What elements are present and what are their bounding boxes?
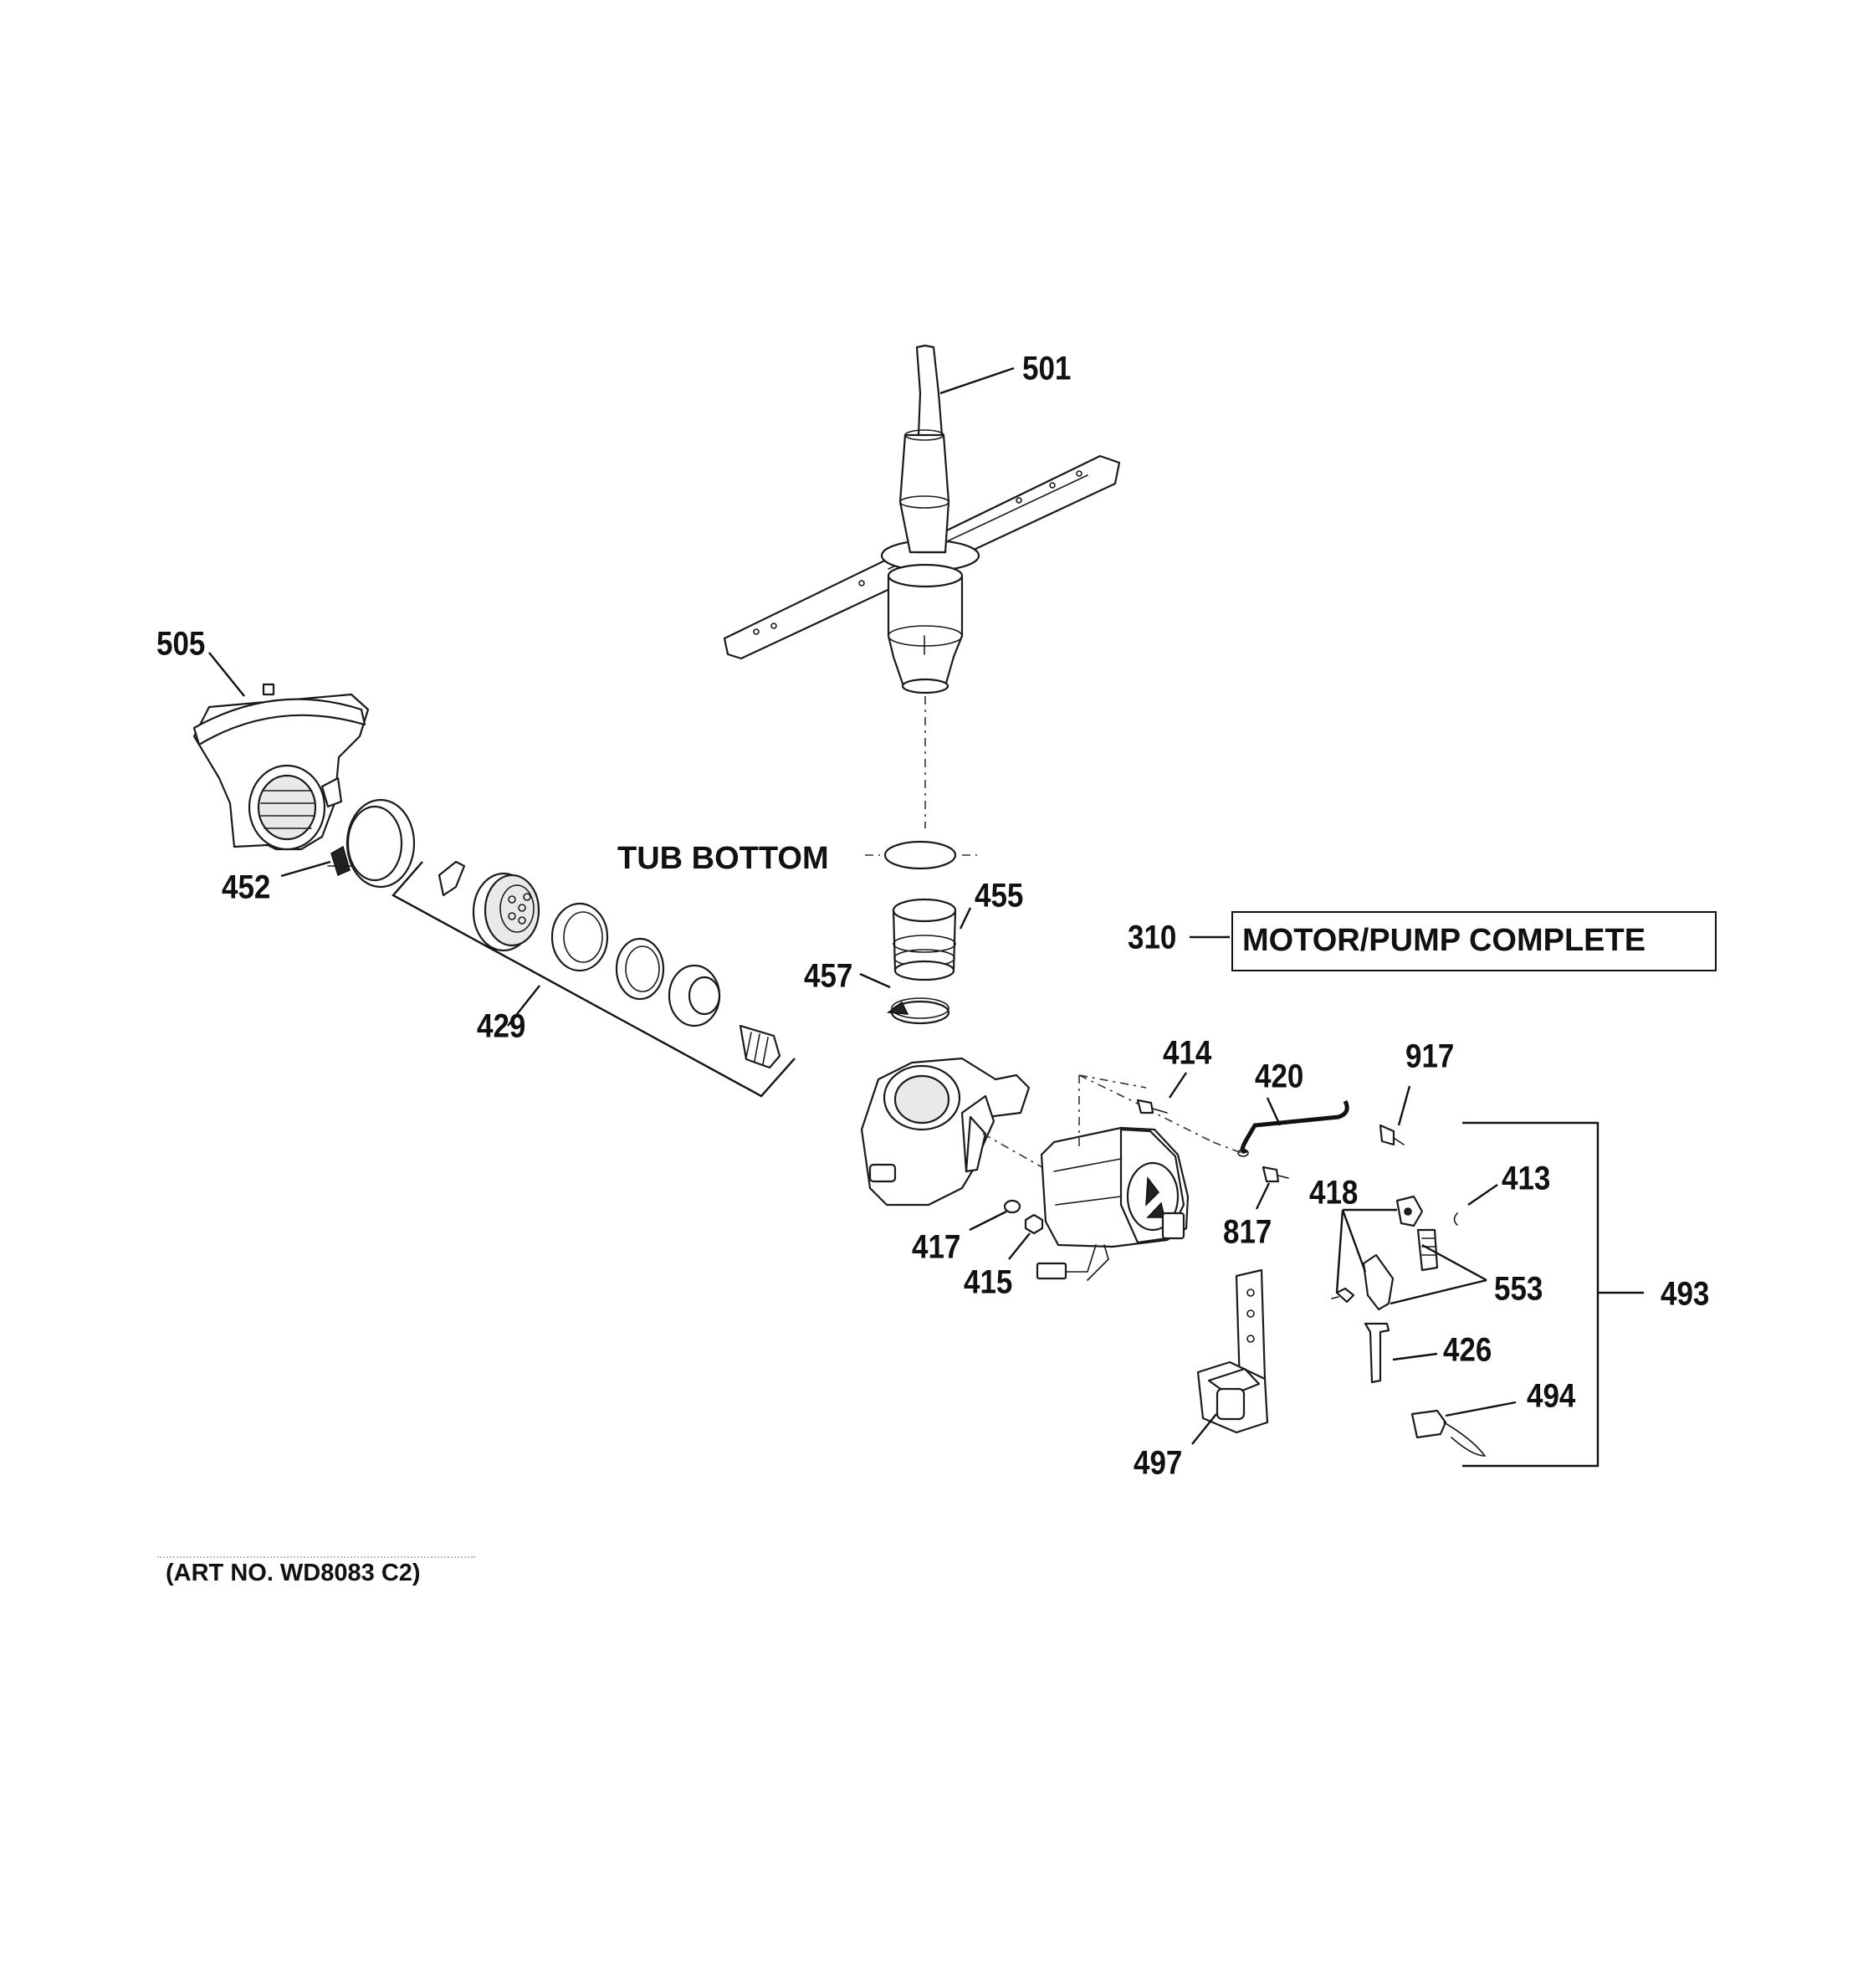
leader-505 xyxy=(208,652,245,697)
callout-497: 497 xyxy=(1134,1443,1183,1482)
motor-pump-complete-box xyxy=(1231,911,1717,971)
leader-494 xyxy=(1445,1401,1517,1417)
leader-917 xyxy=(1397,1085,1411,1126)
leader-455 xyxy=(959,907,972,930)
leader-553 xyxy=(1390,1243,1487,1305)
callout-553: 553 xyxy=(1494,1269,1543,1308)
tub-bottom-gasket xyxy=(865,840,977,870)
spray-arm-assembly xyxy=(723,344,1121,694)
washer-417 xyxy=(1003,1199,1021,1214)
leader-418 xyxy=(1335,1208,1397,1294)
callout-413: 413 xyxy=(1502,1159,1551,1197)
art-number-box xyxy=(157,1556,475,1583)
leader-452 xyxy=(280,860,331,878)
pin-426 xyxy=(1364,1322,1390,1384)
callout-414: 414 xyxy=(1163,1033,1212,1072)
nut-415 xyxy=(1024,1213,1044,1235)
screw-817 xyxy=(1262,1166,1289,1183)
callout-457: 457 xyxy=(804,956,853,995)
callout-494: 494 xyxy=(1527,1376,1576,1415)
motor-pump-complete-label: MOTOR/PUMP COMPLETE xyxy=(1242,923,1646,958)
pump-components-429 xyxy=(438,860,781,1069)
callout-817: 817 xyxy=(1223,1212,1272,1251)
leader-417 xyxy=(969,1210,1007,1232)
leader-501 xyxy=(939,366,1015,395)
leader-497 xyxy=(1191,1413,1217,1445)
leader-426 xyxy=(1392,1352,1438,1361)
rod-420 xyxy=(1240,1099,1349,1154)
clamp-457 xyxy=(886,997,950,1025)
clamp-ring-452 xyxy=(327,798,416,889)
tub-bottom-label: TUB BOTTOM xyxy=(617,841,829,876)
leader-817 xyxy=(1255,1182,1271,1210)
callout-429: 429 xyxy=(477,1007,526,1045)
coupling-455 xyxy=(892,898,957,981)
pump-housing xyxy=(860,1057,1080,1207)
latch-parts xyxy=(1331,1195,1458,1311)
leader-420 xyxy=(1266,1097,1282,1126)
callout-501: 501 xyxy=(1022,349,1072,387)
bracket-493 xyxy=(1462,1121,1599,1468)
callout-455: 455 xyxy=(975,876,1024,915)
motor xyxy=(1036,1074,1190,1281)
callout-505: 505 xyxy=(156,624,206,663)
callout-452: 452 xyxy=(222,868,271,906)
sump-housing-505 xyxy=(192,683,370,851)
callout-426: 426 xyxy=(1443,1330,1492,1369)
callout-420: 420 xyxy=(1255,1057,1304,1095)
leader-415 xyxy=(1008,1232,1031,1260)
callout-418: 418 xyxy=(1309,1173,1359,1212)
callout-415: 415 xyxy=(964,1263,1013,1301)
callout-310: 310 xyxy=(1128,918,1177,956)
leader-414 xyxy=(1169,1072,1187,1099)
screw-414 xyxy=(1078,1074,1214,1143)
art-number: (ART NO. WD8083 C2) xyxy=(166,1560,421,1586)
screw-917 xyxy=(1379,1124,1405,1146)
bracket-429 xyxy=(392,861,796,1098)
callout-417: 417 xyxy=(912,1227,961,1266)
callout-917: 917 xyxy=(1405,1037,1455,1075)
solenoid-497 xyxy=(1196,1268,1269,1434)
leader-413 xyxy=(1467,1184,1498,1206)
leader-429 xyxy=(507,985,540,1027)
leader-457 xyxy=(859,972,891,989)
callout-493: 493 xyxy=(1661,1274,1710,1313)
harness-494 xyxy=(1410,1409,1487,1457)
